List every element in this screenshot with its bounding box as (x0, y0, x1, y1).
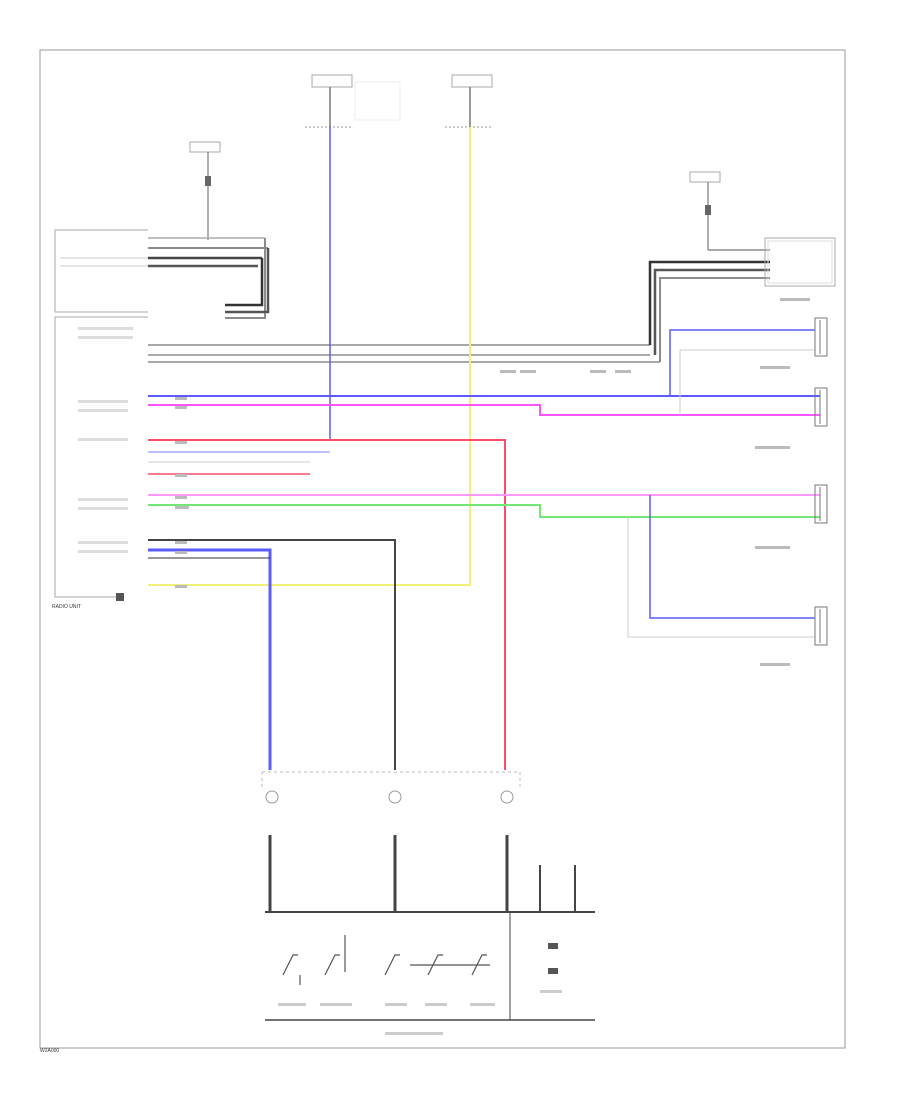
steering-switch-box (261, 771, 595, 1021)
switch-labels (278, 990, 562, 1035)
blue-wire-upper (148, 127, 331, 453)
ground-label: RADIO UNIT (52, 604, 81, 610)
wire-color-labels (175, 298, 810, 666)
switch-contacts (282, 935, 490, 985)
front-speaker-wires (148, 329, 820, 416)
ground-connector-top-right (689, 171, 721, 250)
ground-connector-top-left (189, 141, 221, 240)
connector-front-left-tweeter (814, 317, 828, 357)
steering-switch-wires (148, 539, 396, 770)
yellow-wire (148, 127, 471, 586)
diagram-frame (39, 49, 846, 1049)
red-wire (148, 439, 506, 770)
pin-labels (78, 327, 133, 553)
connector-front-door-speaker (814, 387, 828, 427)
fuse-block-right (445, 74, 493, 128)
connector-right-tweeter (814, 606, 828, 646)
antenna-component-right (764, 237, 836, 287)
connector-rear-door-speaker (814, 484, 828, 524)
antenna-amp-box (54, 229, 148, 313)
radio-unit-box (54, 316, 148, 601)
fuse-block-left (305, 74, 401, 128)
gray-harness-upper (148, 237, 770, 363)
rear-speaker-wires (148, 494, 820, 638)
footer-code: W2A000 (40, 1048, 59, 1054)
diode-symbols (548, 943, 558, 974)
